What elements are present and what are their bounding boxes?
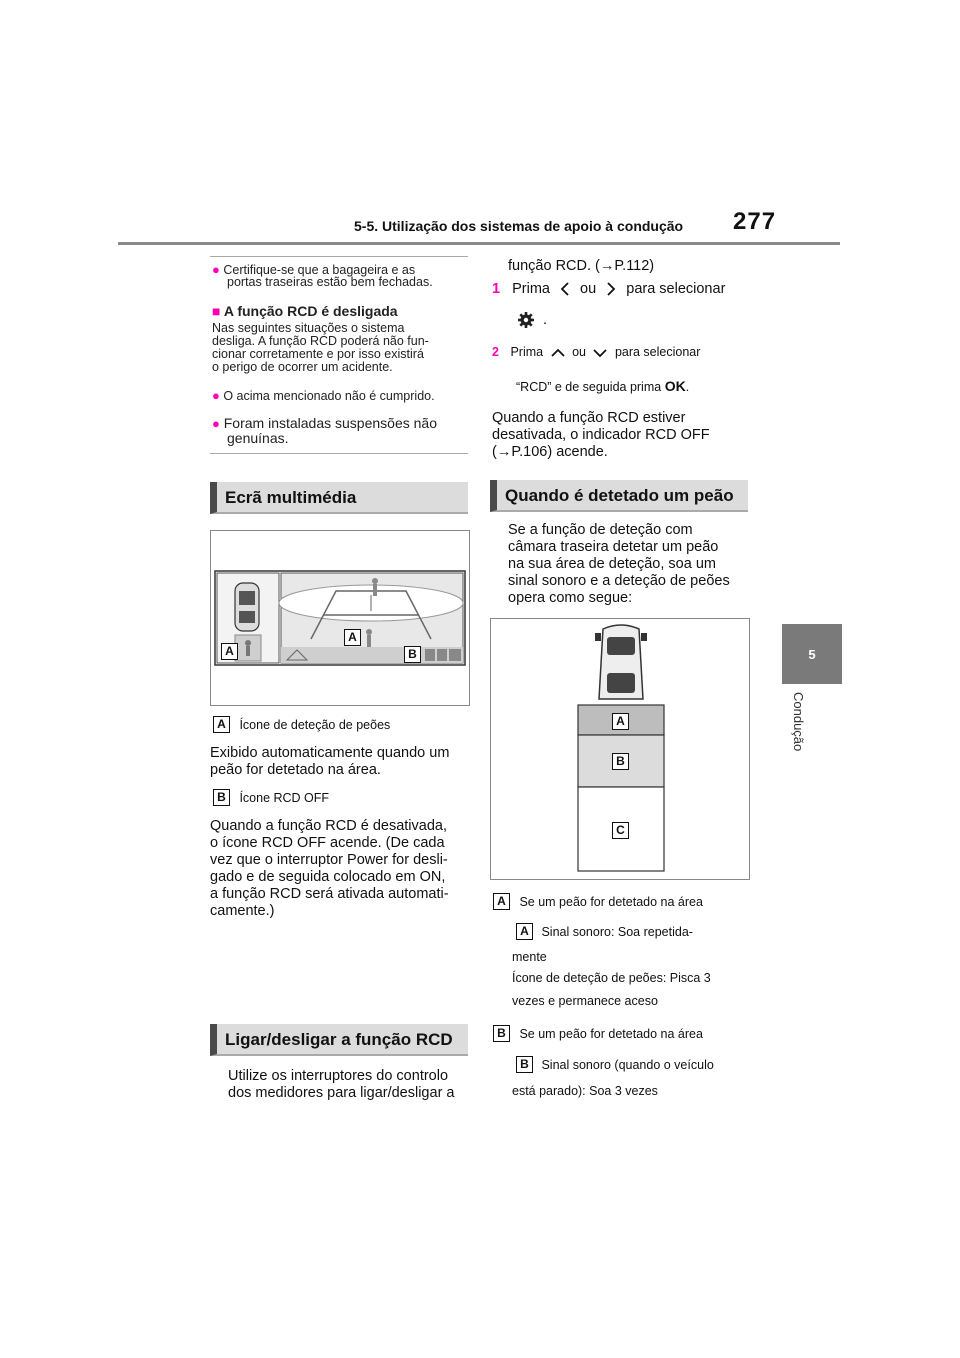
zone-a-item: A Se um peão for detetado na área <box>493 893 763 911</box>
zone-a-sub-row: A Sinal sonoro: Soa repetida- <box>516 923 766 941</box>
zone-label-a: A <box>612 713 629 730</box>
zone-b-item: B Se um peão for detetado na área <box>493 1025 763 1043</box>
note-heading: ■ A função RCD é desligada <box>212 303 398 319</box>
section-title: 5-5. Utilização dos sistemas de apoio à … <box>354 218 684 234</box>
item-a-row: A Ícone de deteção de peões <box>213 716 473 734</box>
step-2: 2 Prima ou para selecionar <box>492 345 701 359</box>
step-1-cont: . <box>517 311 547 329</box>
chevron-left-icon <box>560 282 569 296</box>
multimedia-screen-figure: A A B <box>210 530 470 706</box>
zone-label-b: B <box>612 753 629 770</box>
page-number: 277 <box>733 208 777 235</box>
callout-label-b: B <box>213 789 230 807</box>
chapter-tab: 5 <box>782 624 842 684</box>
chapter-label: Condução <box>791 692 806 752</box>
multimedia-screen-illustration <box>214 570 466 666</box>
step-1: 1 Prima ou para selecionar <box>492 281 726 297</box>
detection-zone-illustration <box>577 624 665 872</box>
figure-callout-a-left: A <box>221 643 238 660</box>
section-heading-pedestrian-detected: Quando é detetado um peão <box>490 480 748 512</box>
chapter-number: 5 <box>808 646 816 662</box>
callout-label-a-sub: A <box>516 923 533 941</box>
callout-label-b-sub: B <box>516 1056 533 1074</box>
square-bullet-icon: ■ <box>212 303 221 319</box>
bullet-icon: ● <box>212 416 220 431</box>
item-b-row: B Ícone RCD OFF <box>213 789 473 807</box>
zone-label-c: C <box>612 822 629 839</box>
figure-callout-a-center: A <box>344 629 361 646</box>
chevron-up-icon <box>550 348 565 357</box>
figure-callout-b: B <box>404 646 421 663</box>
detection-zone-figure: A B C <box>490 618 750 880</box>
ok-button-glyph: OK <box>664 378 686 394</box>
note-bullet-2: ● O acima mencionado não é cumprido. <box>212 388 435 403</box>
bullet-icon: ● <box>212 262 220 277</box>
section-heading-multimedia: Ecrã multimédia <box>210 482 468 514</box>
bullet-icon: ● <box>212 388 220 403</box>
chevron-right-icon <box>607 282 616 296</box>
note-bullet-3: ● Foram instaladas suspensões não <box>212 415 437 432</box>
callout-label-a: A <box>213 716 230 734</box>
note-bullet-1: ● Certifique-se que a bagageira e as <box>212 262 416 277</box>
callout-label-a: A <box>493 893 510 911</box>
gear-icon <box>518 312 534 328</box>
callout-label-b: B <box>493 1025 510 1043</box>
caution-note-box: ● Certifique-se que a bagageira e as por… <box>210 256 468 454</box>
header-rule <box>118 242 840 245</box>
chevron-down-icon <box>593 349 608 357</box>
zone-b-sub-row: B Sinal sonoro (quando o veículo <box>516 1056 766 1074</box>
step-2-cont: “RCD” e de seguida prima OK. <box>516 378 690 395</box>
section-heading-rcd-toggle: Ligar/desligar a função RCD <box>210 1024 468 1056</box>
